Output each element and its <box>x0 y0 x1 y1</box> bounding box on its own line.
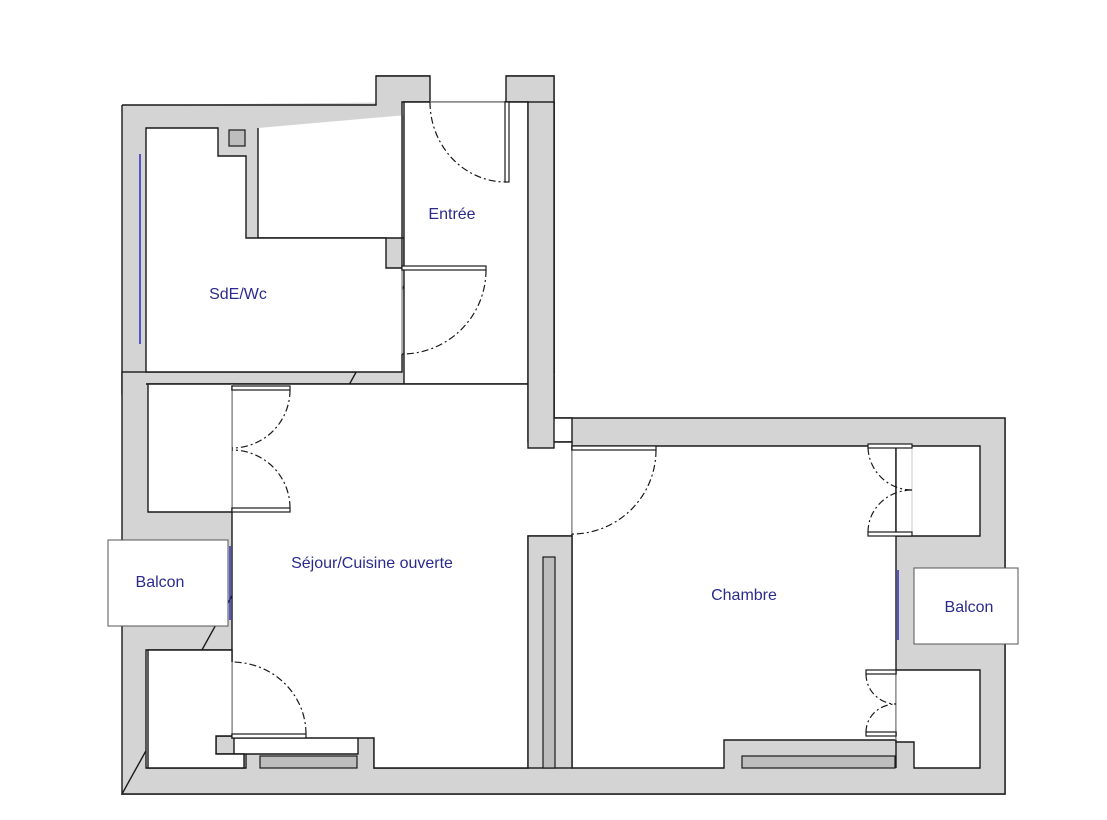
door-leaf-closet-upper-b <box>231 507 291 513</box>
interior-blocks <box>228 101 896 769</box>
door-leaf-alcove-top-b <box>867 531 913 537</box>
door-leaf-closet-upper-a <box>231 385 291 391</box>
label-sde-wc: SdE/Wc <box>209 286 267 303</box>
room-closet-upper <box>147 383 233 513</box>
door-swing-sde <box>401 269 487 355</box>
notch-right <box>555 371 1007 418</box>
label-sejour: Séjour/Cuisine ouverte <box>291 555 453 572</box>
balcony-right <box>913 567 1019 645</box>
room-chambre-alcove-top <box>895 445 981 537</box>
door-swing-alcove-bottom-b <box>865 703 897 733</box>
built-in-chambre-bottom <box>741 755 896 769</box>
label-balcon-left: Balcon <box>136 574 185 591</box>
room-chambre-alcove-bottom <box>895 669 981 769</box>
door-swing-alcove-bottom-a <box>865 673 897 705</box>
duct-square <box>228 129 246 147</box>
door-leaf-closet-lower <box>231 733 307 739</box>
room-interiors <box>145 101 981 769</box>
windows <box>139 154 899 640</box>
door-leaf-chambre <box>571 445 657 451</box>
label-entree: Entrée <box>428 206 475 223</box>
label-chambre: Chambre <box>711 587 777 604</box>
doors <box>231 101 913 739</box>
door-swing-closet-upper-a <box>231 389 291 449</box>
notch-corner <box>121 75 376 105</box>
door-leaf-alcove-bottom-a <box>865 669 897 675</box>
room-sejour-main <box>231 383 573 769</box>
door-leaf-entree <box>504 101 510 183</box>
door-swing-chambre <box>571 449 657 535</box>
door-leaf-sde <box>401 265 487 271</box>
built-in-left <box>542 556 556 769</box>
balcony-left <box>107 539 229 627</box>
door-leaf-alcove-bottom-b <box>865 731 897 737</box>
room-sde-wc <box>145 127 403 373</box>
door-swing-closet-upper-b <box>231 449 291 509</box>
door-swing-alcove-top-a <box>867 447 913 491</box>
notch-top <box>430 75 506 102</box>
room-labels: Entrée SdE/Wc Séjour/Cuisine ouverte Cha… <box>136 206 994 616</box>
wall-hall-partition <box>527 101 555 449</box>
balconies <box>107 539 1019 645</box>
door-swing-entree <box>429 101 507 183</box>
door-leaf-alcove-top-a <box>867 443 913 449</box>
room-chambre <box>571 445 897 769</box>
door-swing-closet-lower <box>231 661 307 735</box>
built-in-sejour-bottom <box>259 755 358 769</box>
label-balcon-right: Balcon <box>945 599 994 616</box>
door-swing-alcove-top-b <box>867 489 913 533</box>
